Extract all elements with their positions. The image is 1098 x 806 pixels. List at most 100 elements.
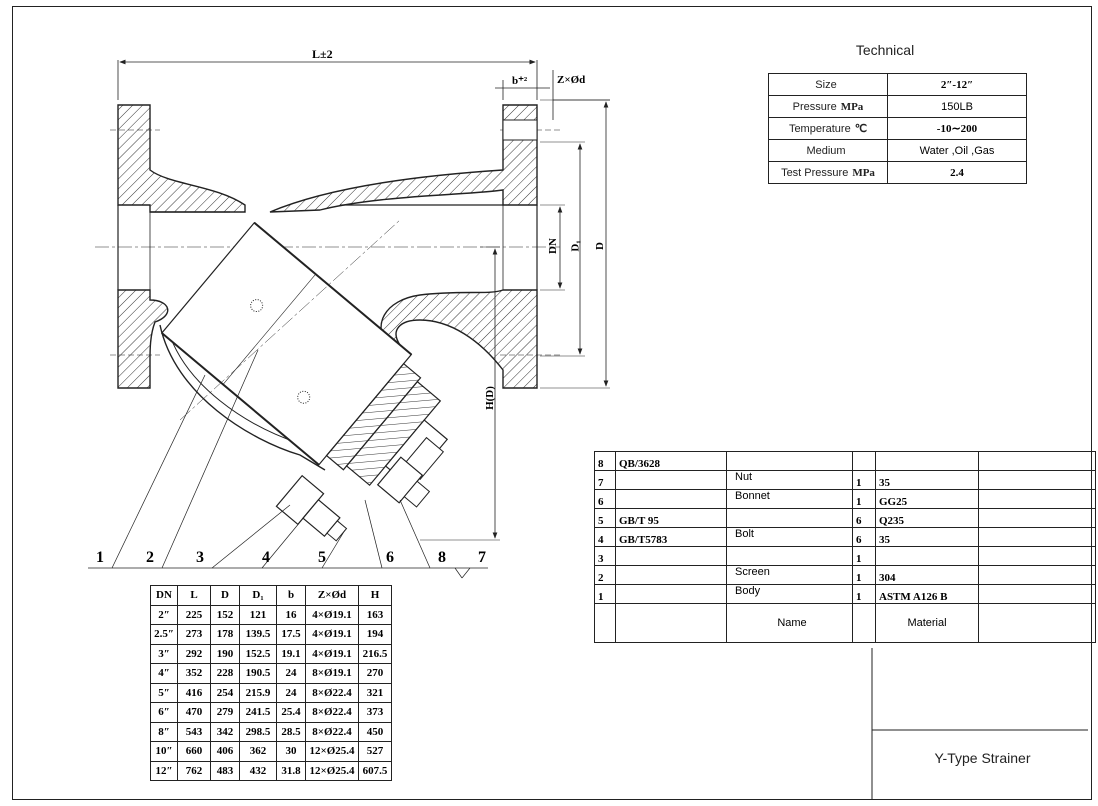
dimensions-cell: 19.1 xyxy=(276,643,306,664)
parts-material-cell: ASTM A126 B xyxy=(875,584,979,604)
dimensions-cell: 178 xyxy=(210,624,240,645)
parts-header-no xyxy=(594,603,616,643)
parts-qty-cell xyxy=(852,451,876,471)
parts-material-cell: 35 xyxy=(875,527,979,547)
callout-6: 6 xyxy=(386,549,394,566)
parts-qty-cell: 1 xyxy=(852,470,876,490)
parts-no-cell: 8 xyxy=(594,451,616,471)
dimensions-cell: 4×Ø19.1 xyxy=(305,604,359,625)
dimensions-cell: 216.5 xyxy=(358,643,392,664)
dimensions-header-cell: D xyxy=(210,585,240,606)
parts-std-cell xyxy=(615,565,727,585)
dimensions-cell: 8″ xyxy=(150,721,178,742)
parts-qty-cell: 6 xyxy=(852,527,876,547)
parts-header-remark xyxy=(978,603,1096,643)
sheet-border xyxy=(12,6,1092,800)
technical-row: Temperature℃-10∼200 xyxy=(768,117,1027,140)
parts-std-cell: GB/T 95 xyxy=(615,508,727,528)
parts-header-std xyxy=(615,603,727,643)
parts-name-cell: Bolt xyxy=(726,527,853,547)
callout-2: 2 xyxy=(146,549,154,566)
parts-qty-cell: 1 xyxy=(852,584,876,604)
parts-name-cell: Body xyxy=(726,584,853,604)
dimensions-cell: 270 xyxy=(358,663,392,684)
dim-h-label: H(D) xyxy=(483,386,496,410)
dimensions-cell: 190.5 xyxy=(239,663,277,684)
parts-material-cell: 35 xyxy=(875,470,979,490)
parts-header-qty xyxy=(852,603,876,643)
dimensions-cell: 273 xyxy=(177,624,211,645)
parts-name-cell xyxy=(726,508,853,528)
dimensions-cell: 450 xyxy=(358,721,392,742)
dimensions-cell: 6″ xyxy=(150,702,178,723)
parts-no-cell: 7 xyxy=(594,470,616,490)
technical-key-text: Temperature xyxy=(788,123,851,135)
dim-dn-label: DN xyxy=(546,238,559,254)
dimensions-cell: 4″ xyxy=(150,663,178,684)
dimensions-cell: 121 xyxy=(239,604,277,625)
callout-3: 3 xyxy=(196,549,204,566)
dimensions-cell: 470 xyxy=(177,702,211,723)
dimensions-cell: 416 xyxy=(177,682,211,703)
dimensions-cell: 432 xyxy=(239,760,277,781)
dimensions-cell: 292 xyxy=(177,643,211,664)
dimensions-cell: 527 xyxy=(358,741,392,762)
parts-no-cell: 3 xyxy=(594,546,616,566)
dim-bolt-holes-label: Z×Ød xyxy=(557,74,586,86)
dimensions-header-cell: b xyxy=(276,585,306,606)
dimensions-header-cell: H xyxy=(358,585,392,606)
parts-std-cell xyxy=(615,546,727,566)
parts-no-cell: 1 xyxy=(594,584,616,604)
parts-remark-cell xyxy=(978,451,1096,471)
dimensions-cell: 321 xyxy=(358,682,392,703)
parts-header-material: Material xyxy=(875,603,979,643)
technical-value: -10∼200 xyxy=(887,117,1027,140)
dimensions-cell: 10″ xyxy=(150,741,178,762)
dimensions-cell: 362 xyxy=(239,741,277,762)
dim-d1-label: D₁ xyxy=(569,240,582,252)
dimensions-cell: 215.9 xyxy=(239,682,277,703)
dimensions-cell: 3″ xyxy=(150,643,178,664)
parts-remark-cell xyxy=(978,565,1096,585)
technical-key-text: Pressure xyxy=(792,100,837,113)
callout-1: 1 xyxy=(96,549,104,566)
dimensions-cell: 373 xyxy=(358,702,392,723)
parts-name-cell: Bonnet xyxy=(726,489,853,509)
dimensions-cell: 163 xyxy=(358,604,392,625)
dim-length-label: L±2 xyxy=(312,47,333,61)
parts-qty-cell: 1 xyxy=(852,546,876,566)
parts-no-cell: 2 xyxy=(594,565,616,585)
dimensions-cell: 12″ xyxy=(150,760,178,781)
dimensions-header-cell: D₁ xyxy=(239,585,277,606)
dimensions-cell: 2″ xyxy=(150,604,178,625)
dimensions-cell: 406 xyxy=(210,741,240,762)
dimensions-cell: 298.5 xyxy=(239,721,277,742)
dimensions-header-cell: Z×Ød xyxy=(305,585,359,606)
dimensions-cell: 607.5 xyxy=(358,760,392,781)
parts-remark-cell xyxy=(978,546,1096,566)
parts-material-cell: 304 xyxy=(875,565,979,585)
parts-remark-cell xyxy=(978,584,1096,604)
parts-material-cell: Q235 xyxy=(875,508,979,528)
dimensions-cell: 24 xyxy=(276,663,306,684)
technical-key: Medium xyxy=(768,139,888,162)
dimensions-cell: 194 xyxy=(358,624,392,645)
parts-std-cell xyxy=(615,470,727,490)
